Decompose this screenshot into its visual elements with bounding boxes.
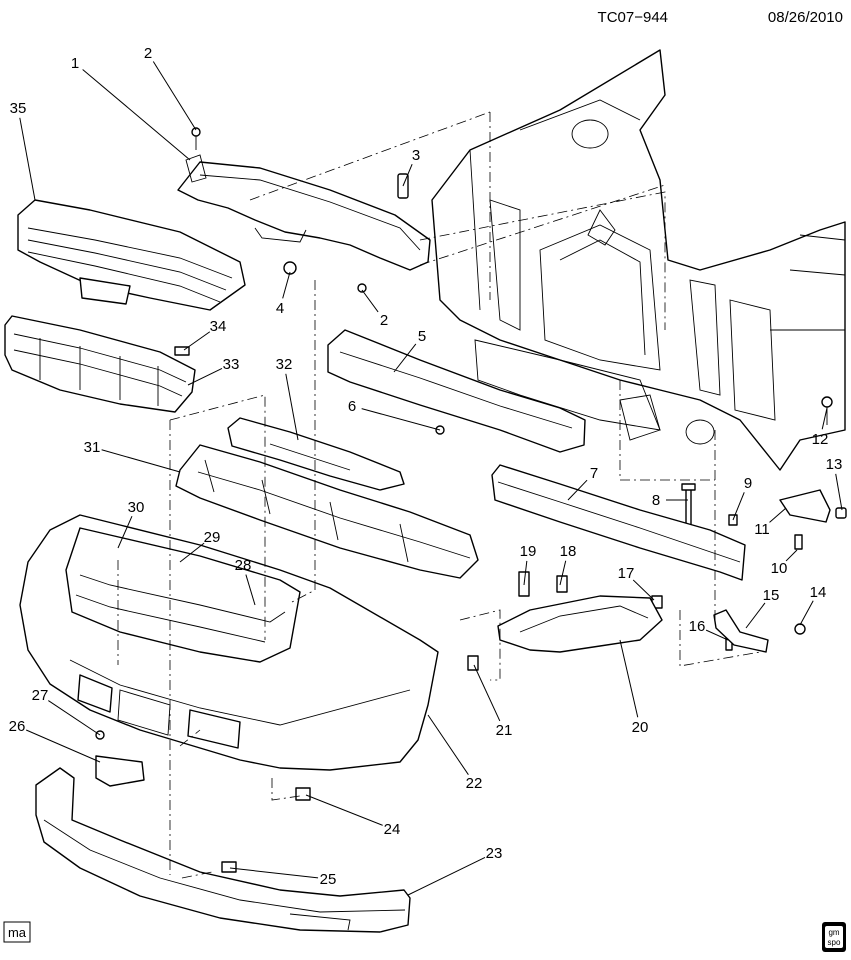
part-11-bracket — [779, 489, 831, 523]
leader-line-9 — [732, 492, 745, 521]
gm-spo-badge: gm spo — [822, 922, 846, 952]
leader-line-30 — [117, 515, 133, 549]
part-23-lower-air-dam — [35, 767, 411, 933]
callout-12: 12 — [812, 431, 829, 448]
leader-line-2 — [361, 289, 379, 313]
callout-11: 11 — [754, 521, 770, 538]
part-35-upper-grille — [17, 199, 246, 311]
callout-10: 10 — [771, 560, 788, 577]
callout-22: 22 — [466, 775, 483, 792]
callout-24: 24 — [384, 821, 401, 838]
leader-line-3 — [402, 164, 413, 187]
part-1-upper-bracket — [177, 154, 431, 271]
callout-28: 28 — [235, 557, 252, 574]
leader-line-25 — [229, 867, 319, 879]
diagram-code: TC07−944 — [598, 9, 668, 26]
leader-line-5 — [393, 343, 417, 373]
callout-9: 9 — [744, 475, 752, 492]
leader-line-12 — [821, 407, 828, 430]
diagram-date: 08/26/2010 — [768, 9, 843, 26]
callout-31: 31 — [84, 439, 101, 456]
leader-line-19 — [523, 560, 528, 586]
svg-text:spo: spo — [828, 938, 841, 947]
leader-line-28 — [245, 574, 256, 606]
callout-26: 26 — [9, 718, 26, 735]
callout-4: 4 — [276, 300, 284, 317]
callout-34: 34 — [210, 318, 227, 335]
callout-23: 23 — [486, 845, 503, 862]
callout-18: 18 — [560, 543, 577, 560]
leader-line-34 — [183, 331, 211, 351]
part-31-energy-absorber — [175, 444, 479, 579]
leader-line-4 — [282, 271, 291, 299]
callout-25: 25 — [320, 871, 337, 888]
callout-32: 32 — [276, 356, 293, 373]
leader-line-27 — [48, 700, 101, 736]
leader-line-32 — [285, 373, 299, 441]
leader-line-33 — [187, 367, 223, 386]
callout-2: 2 — [144, 45, 152, 62]
callout-35: 35 — [10, 100, 27, 117]
callout-29: 29 — [204, 529, 221, 546]
vehicle-body-structure — [431, 49, 846, 471]
part-32-air-deflector — [227, 417, 405, 491]
callout-16: 16 — [689, 618, 706, 635]
leader-line-15 — [745, 602, 766, 629]
callout-30: 30 — [128, 499, 145, 516]
leader-line-14 — [799, 600, 814, 626]
part-7-impact-bar — [491, 464, 746, 581]
callout-20: 20 — [632, 719, 649, 736]
leader-line-31 — [101, 449, 181, 473]
leader-line-22 — [427, 714, 469, 775]
leader-line-16 — [705, 629, 729, 641]
callout-27: 27 — [32, 687, 49, 704]
callout-15: 15 — [763, 587, 780, 604]
callout-6: 6 — [348, 398, 356, 415]
callout-8: 8 — [652, 492, 660, 509]
callout-2: 2 — [380, 312, 388, 329]
callout-17: 17 — [618, 565, 635, 582]
callout-7: 7 — [590, 465, 598, 482]
leader-line-13 — [835, 473, 843, 511]
leader-line-26 — [25, 729, 101, 763]
part-22-bumper-fascia — [19, 514, 439, 771]
part-20-splash-shield — [497, 595, 663, 653]
leader-line-2 — [152, 61, 197, 131]
part-26-fog-lamp-cover — [95, 755, 145, 787]
callout-13: 13 — [826, 456, 843, 473]
leader-line-35 — [19, 117, 36, 201]
part-33-lower-grille — [4, 315, 196, 413]
leader-line-20 — [619, 639, 639, 718]
callout-14: 14 — [810, 584, 827, 601]
part-15-bracket — [713, 609, 769, 653]
footer-code-box: ma — [3, 921, 31, 943]
leader-line-11 — [769, 507, 787, 523]
leader-line-18 — [559, 560, 567, 586]
svg-text:gm: gm — [828, 928, 839, 937]
leader-line-23 — [407, 856, 486, 896]
callout-3: 3 — [412, 147, 420, 164]
callout-5: 5 — [418, 328, 426, 345]
leader-line-17 — [632, 579, 655, 601]
leader-line-6 — [361, 408, 441, 431]
alignment-lines — [117, 111, 761, 879]
leader-line-10 — [785, 549, 798, 562]
callout-21: 21 — [496, 722, 513, 739]
leader-line-7 — [567, 479, 588, 501]
callout-33: 33 — [223, 356, 240, 373]
part-5-reinforcement — [327, 329, 586, 453]
callout-1: 1 — [71, 55, 79, 72]
leader-line-29 — [179, 542, 205, 563]
leader-line-1 — [82, 69, 191, 161]
callout-19: 19 — [520, 543, 537, 560]
leader-line-21 — [473, 664, 501, 722]
leader-line-24 — [305, 794, 383, 826]
svg-text:ma: ma — [8, 925, 27, 940]
